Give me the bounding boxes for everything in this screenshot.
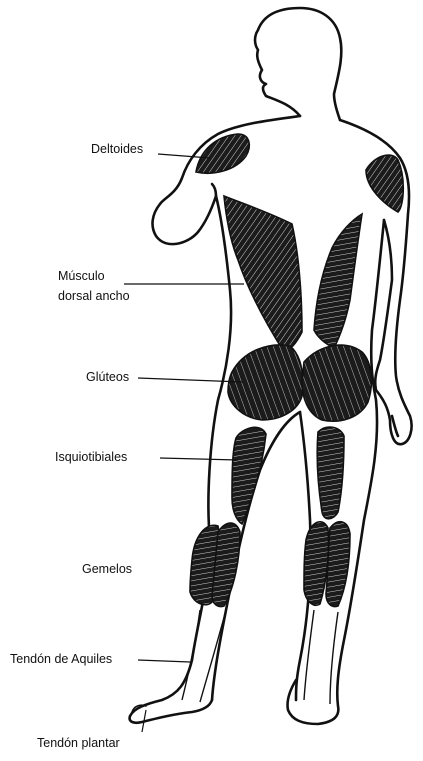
label-aquiles: Tendón de Aquiles bbox=[10, 651, 112, 667]
leader-aquiles bbox=[138, 660, 190, 662]
left-arm-inner bbox=[212, 184, 216, 196]
label-deltoides: Deltoides bbox=[91, 141, 143, 157]
right-hand bbox=[392, 416, 398, 436]
label-dorsal-ancho: Músculo dorsal ancho bbox=[58, 268, 130, 304]
deltoid-right bbox=[366, 155, 403, 212]
label-isquiotibiales: Isquiotibiales bbox=[55, 449, 127, 465]
leader-gluteos bbox=[138, 378, 242, 382]
gluteus-right bbox=[302, 345, 371, 421]
latissimus-left bbox=[224, 196, 302, 352]
label-plantar: Tendón plantar bbox=[37, 735, 120, 751]
label-gluteos: Glúteos bbox=[86, 369, 129, 385]
leader-isquiotibiales bbox=[160, 458, 238, 460]
label-gemelos: Gemelos bbox=[82, 561, 132, 577]
deltoid-left bbox=[196, 134, 249, 173]
gluteus-left bbox=[228, 345, 303, 420]
hamstring-right bbox=[317, 427, 344, 519]
calf-right-b bbox=[326, 522, 350, 607]
calf-right-a bbox=[304, 522, 329, 605]
latissimus-right bbox=[314, 214, 362, 348]
tendon-lines bbox=[182, 610, 338, 704]
label-dorsal-line2: dorsal ancho bbox=[58, 288, 130, 304]
label-dorsal-line1: Músculo bbox=[58, 268, 130, 284]
head-outline bbox=[255, 8, 341, 120]
